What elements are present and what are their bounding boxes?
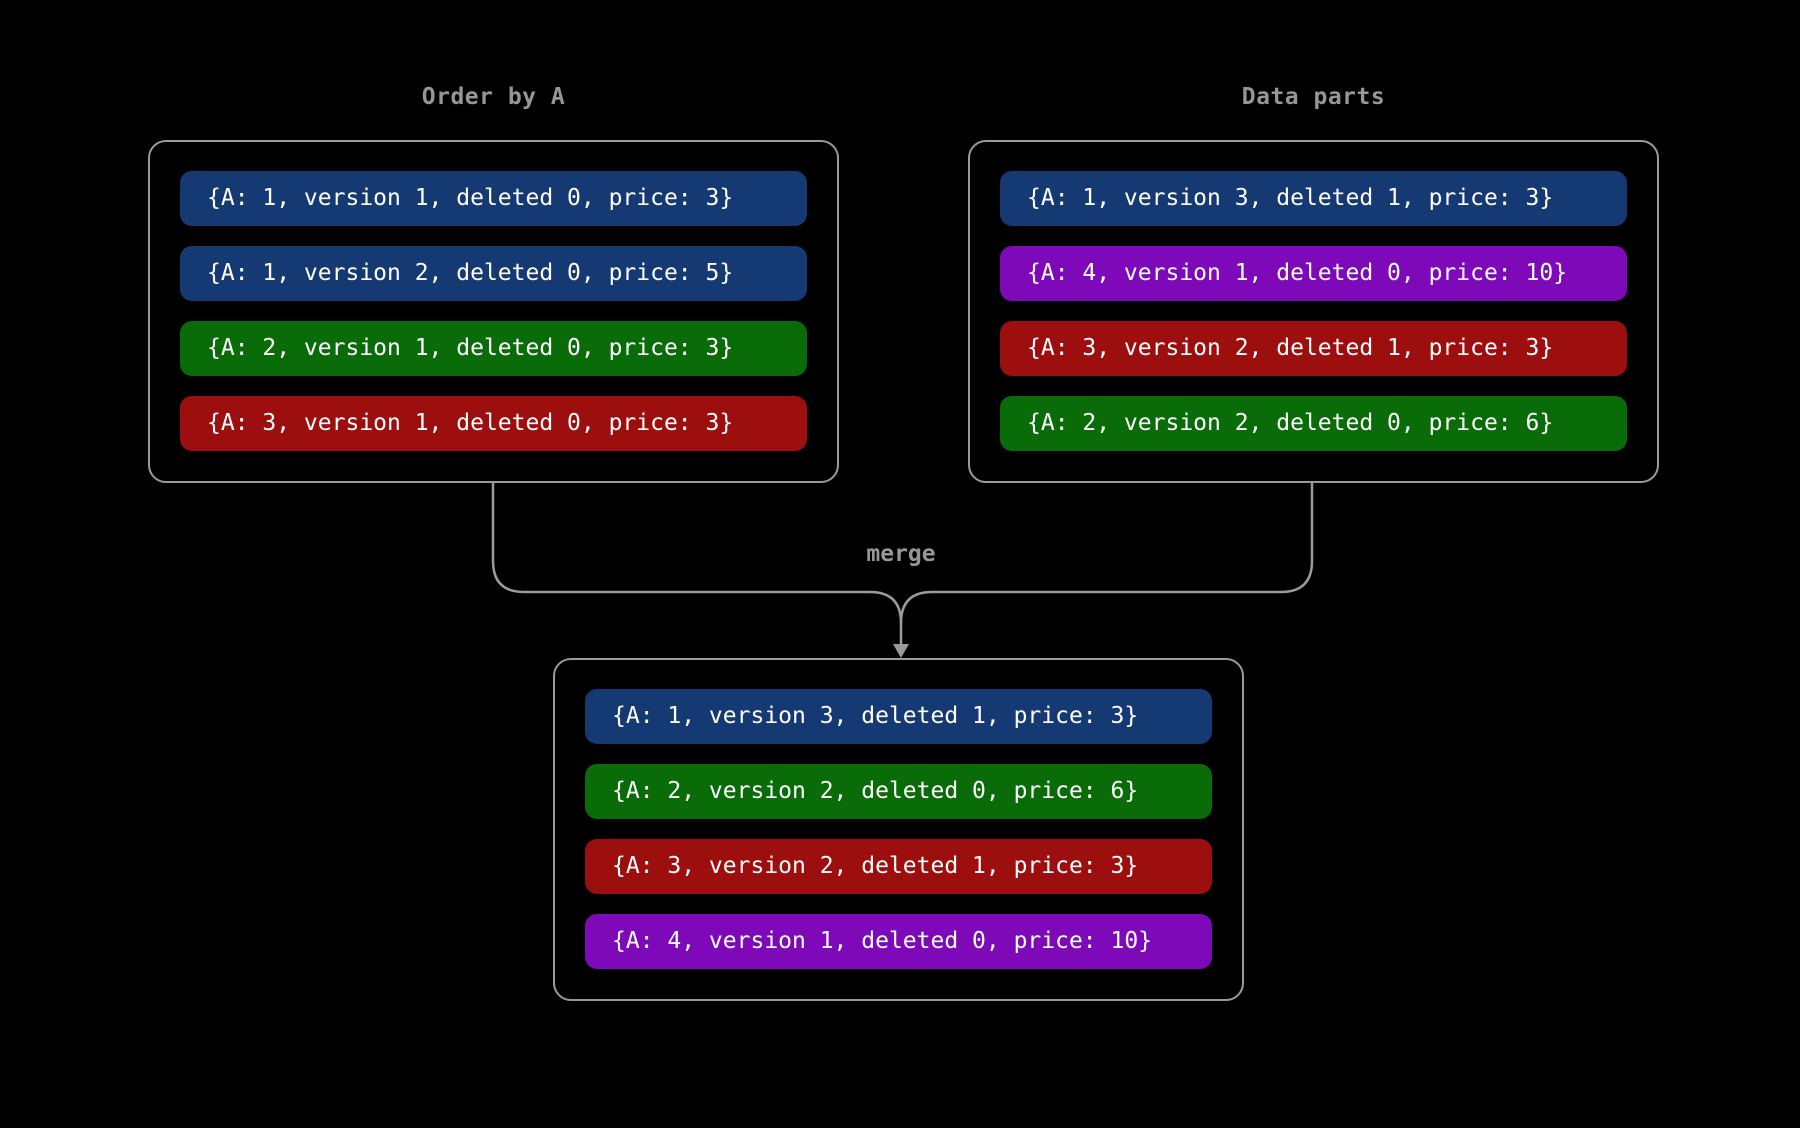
record-row: {A: 2, version 2, deleted 0, price: 6} <box>585 764 1212 819</box>
order-by-a-title: Order by A <box>421 84 566 110</box>
data-parts-title: Data parts <box>1241 84 1386 110</box>
record-row: {A: 4, version 1, deleted 0, price: 10} <box>1000 246 1627 301</box>
record-row: {A: 3, version 2, deleted 1, price: 3} <box>585 839 1212 894</box>
record-row: {A: 3, version 2, deleted 1, price: 3} <box>1000 321 1627 376</box>
merge-label: merge <box>866 541 936 567</box>
arrow-down-icon <box>893 644 909 658</box>
merged-box: {A: 1, version 3, deleted 1, price: 3} {… <box>553 658 1244 1001</box>
record-row: {A: 2, version 1, deleted 0, price: 3} <box>180 321 807 376</box>
data-parts-box: {A: 1, version 3, deleted 1, price: 3} {… <box>968 140 1659 483</box>
record-row: {A: 1, version 1, deleted 0, price: 3} <box>180 171 807 226</box>
record-row: {A: 2, version 2, deleted 0, price: 6} <box>1000 396 1627 451</box>
record-row: {A: 4, version 1, deleted 0, price: 10} <box>585 914 1212 969</box>
record-row: {A: 1, version 3, deleted 1, price: 3} <box>585 689 1212 744</box>
record-row: {A: 1, version 3, deleted 1, price: 3} <box>1000 171 1627 226</box>
order-by-a-box: {A: 1, version 1, deleted 0, price: 3} {… <box>148 140 839 483</box>
record-row: {A: 1, version 2, deleted 0, price: 5} <box>180 246 807 301</box>
record-row: {A: 3, version 1, deleted 0, price: 3} <box>180 396 807 451</box>
